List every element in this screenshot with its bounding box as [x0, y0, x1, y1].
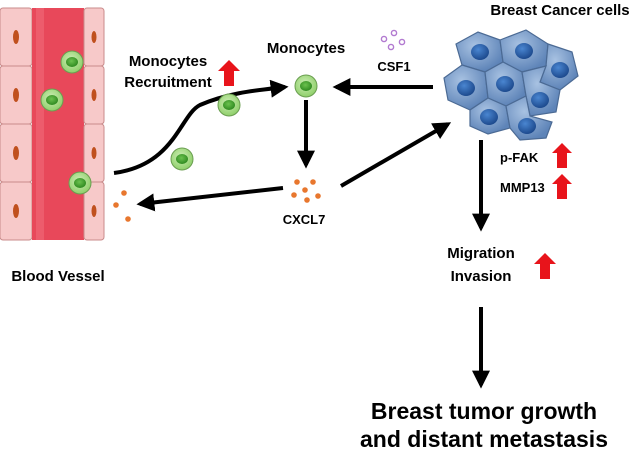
monocyte-in-vessel	[68, 171, 92, 195]
vessel-cell-nucleus	[91, 205, 97, 217]
vessel-wall-right	[83, 7, 105, 241]
cxcl7-label: CXCL7	[283, 212, 326, 227]
vessel-cell-nucleus	[13, 88, 19, 102]
mmp13-label: MMP13	[500, 180, 545, 195]
vessel-cell-nucleus	[91, 89, 97, 101]
outcome-label-line1: Breast tumor growth	[371, 398, 597, 424]
recruitment-arrow	[113, 79, 289, 175]
red-up-arrow-icon	[534, 253, 556, 279]
monocytes-recruitment-label-line1: Monocytes	[129, 53, 207, 70]
vessel-cell-nucleus	[13, 204, 19, 218]
blood-vessel-label: Blood Vessel	[11, 268, 104, 285]
vessel-cell-nucleus	[13, 30, 19, 44]
vessel-wall-left	[0, 7, 33, 241]
migration-label: Migration	[447, 245, 515, 262]
red-up-arrow-icon	[552, 143, 572, 168]
red-up-arrow-icon	[218, 60, 240, 86]
pfak-label: p-FAK	[500, 150, 539, 165]
monocyte-migrating	[170, 147, 194, 171]
csf1-dots	[380, 29, 406, 51]
cxcl7-to-cancer-arrow	[339, 122, 452, 188]
cxcl7-dots	[291, 179, 321, 203]
red-up-arrow-icon	[552, 174, 572, 199]
monocyte-center	[294, 74, 318, 98]
monocyte-in-vessel	[40, 88, 64, 112]
cxcl7-dots-near-vessel	[113, 190, 131, 222]
vessel-cell-nucleus	[91, 31, 97, 43]
monocyte-migrating	[217, 93, 241, 117]
monocytes-label: Monocytes	[267, 40, 345, 57]
blood-vessel	[0, 7, 105, 241]
cxcl7-to-vessel-arrow	[136, 186, 284, 212]
vessel-cell-nucleus	[13, 146, 19, 160]
breast-cancer-cell-cluster	[443, 29, 579, 141]
monocytes-recruitment-label-line2: Recruitment	[124, 74, 212, 91]
monocyte-in-vessel	[60, 50, 84, 74]
vessel-cell-nucleus	[91, 147, 97, 159]
csf1-label: CSF1	[377, 59, 410, 74]
invasion-label: Invasion	[451, 268, 512, 285]
breast-cancer-cells-label: Breast Cancer cells	[490, 2, 629, 19]
outcome-label-line2: and distant metastasis	[360, 426, 608, 452]
